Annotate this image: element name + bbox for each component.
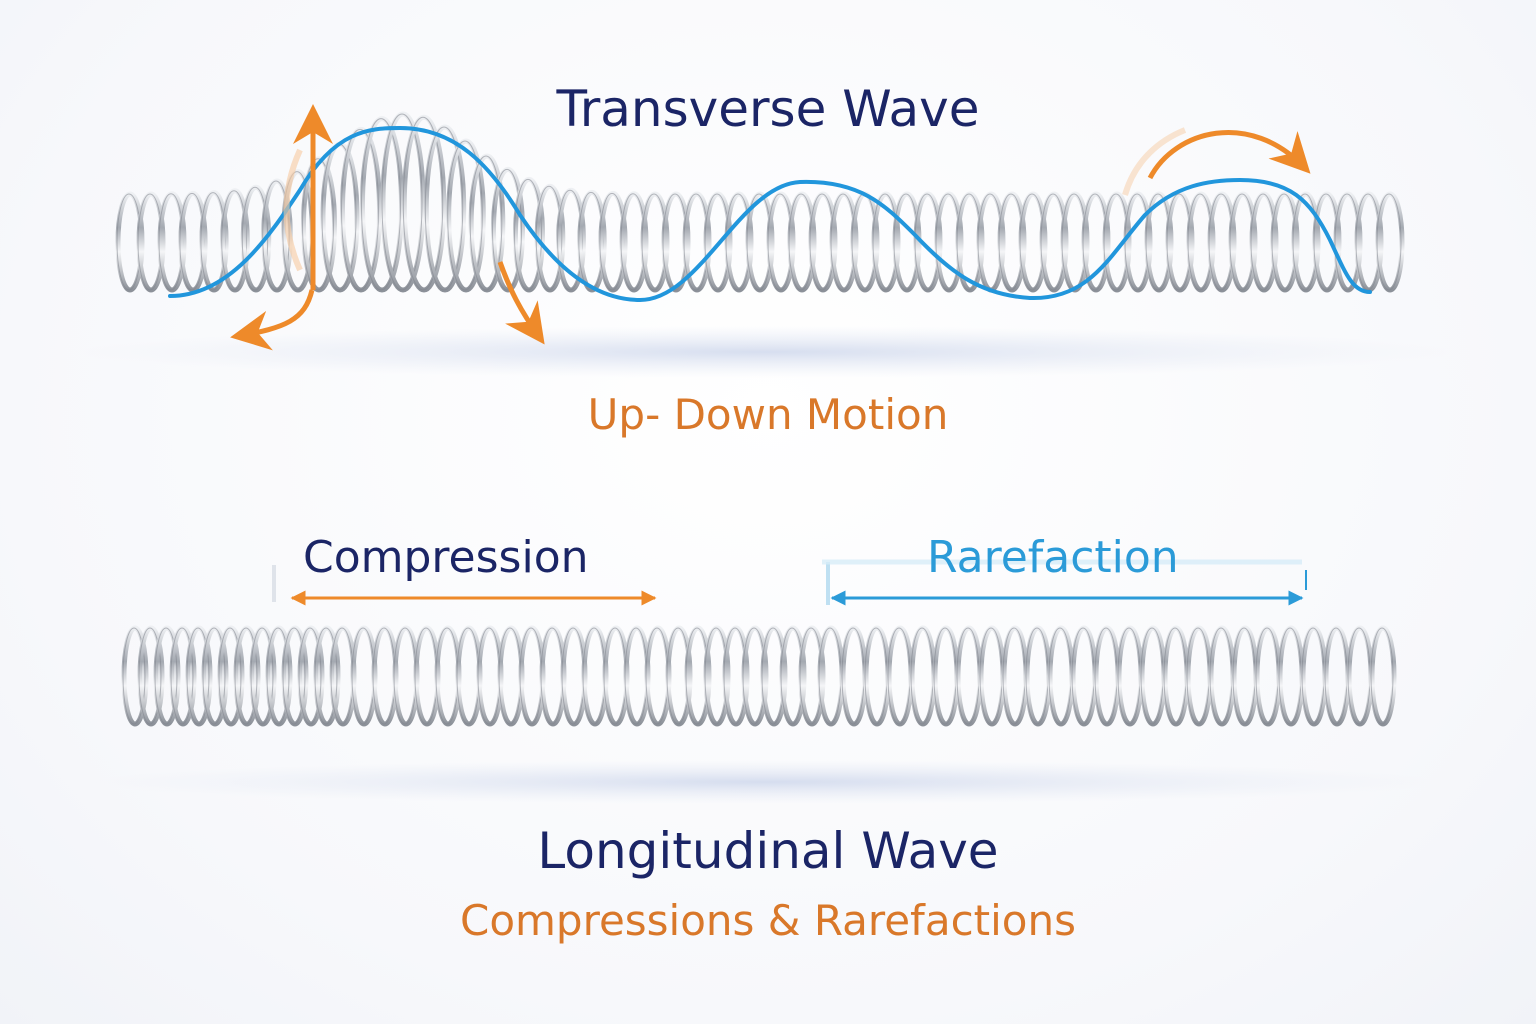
rarefaction-label: Rarefaction <box>927 532 1179 583</box>
propagation-arrow-ghost <box>1122 127 1187 196</box>
transverse-spring-shadow <box>75 326 1455 378</box>
longitudinal-spring-coil <box>955 625 983 727</box>
longitudinal-spring-coil-edge <box>282 627 306 725</box>
left-down-arrow <box>230 289 315 351</box>
longitudinal-spring-coil <box>1024 625 1052 727</box>
longitudinal-spring-coil-edge <box>250 627 274 725</box>
longitudinal-spring-coil <box>1277 625 1305 727</box>
right-down-arrow <box>497 261 545 345</box>
transverse-spring-coil-edge <box>221 190 247 291</box>
up-arrow-ghost <box>283 148 303 272</box>
transverse-subtitle: Up- Down Motion <box>587 390 949 439</box>
longitudinal-spring-shadow <box>85 760 1445 804</box>
longitudinal-spring-coil <box>1231 625 1259 727</box>
transverse-spring-coil-edge <box>341 128 379 291</box>
transverse-wave-line <box>168 125 1372 303</box>
longitudinal-spring-coil <box>1070 625 1098 727</box>
longitudinal-subtitle: Compressions & Rarefactions <box>460 896 1076 945</box>
longitudinal-spring-coil <box>932 625 960 727</box>
transverse-spring-coil-edge <box>302 158 334 291</box>
longitudinal-spring <box>121 625 1397 727</box>
transverse-spring-coil-edge <box>381 113 423 291</box>
compression-label: Compression <box>303 532 589 583</box>
longitudinal-spring-coil-edge <box>314 627 338 725</box>
longitudinal-spring-coil-edge <box>266 627 290 725</box>
longitudinal-spring-coil <box>1001 625 1029 727</box>
transverse-spring-coil-edge <box>321 143 357 291</box>
longitudinal-spring-coil <box>1369 625 1397 727</box>
longitudinal-spring-coil <box>1093 625 1121 727</box>
longitudinal-spring-coil-edge <box>202 627 226 725</box>
longitudinal-spring-coil-edge <box>186 627 210 725</box>
longitudinal-spring-coil <box>1323 625 1351 727</box>
propagation-arrow <box>1147 130 1311 180</box>
longitudinal-spring-coil <box>909 625 937 727</box>
longitudinal-spring-coil <box>1116 625 1144 727</box>
longitudinal-spring-coil <box>1185 625 1213 727</box>
longitudinal-spring-coil <box>1300 625 1328 727</box>
longitudinal-title: Longitudinal Wave <box>537 822 999 880</box>
longitudinal-spring-coil-edge <box>1370 627 1394 725</box>
longitudinal-spring-coil <box>1139 625 1167 727</box>
longitudinal-spring-coil <box>1208 625 1236 727</box>
longitudinal-spring-coil-edge <box>154 627 178 725</box>
transverse-spring-coil-edge <box>447 140 483 291</box>
transverse-spring-coil-edge <box>557 189 583 291</box>
transverse-spring-coil-edge <box>402 116 444 291</box>
longitudinal-spring-coil <box>1162 625 1190 727</box>
transverse-spring-coil-edge <box>469 155 503 291</box>
transverse-spring-coil-edge <box>361 118 401 291</box>
longitudinal-spring-coil <box>1346 625 1374 727</box>
longitudinal-spring-coil-edge <box>122 627 146 725</box>
longitudinal-spring-coil-edge <box>298 627 322 725</box>
longitudinal-spring-coil-edge <box>218 627 242 725</box>
transverse-spring-coil-edge <box>492 168 522 291</box>
longitudinal-spring-coil <box>1254 625 1282 727</box>
longitudinal-spring-coil-edge <box>170 627 194 725</box>
longitudinal-spring-coil <box>1047 625 1075 727</box>
transverse-spring-coil <box>320 141 360 293</box>
longitudinal-spring-coil <box>886 625 914 727</box>
transverse-spring <box>115 111 1405 293</box>
longitudinal-spring-coil-edge <box>234 627 258 725</box>
longitudinal-spring-coil <box>863 625 891 727</box>
transverse-title: Transverse Wave <box>556 80 980 138</box>
longitudinal-spring-coil <box>840 625 868 727</box>
longitudinal-spring-coil <box>978 625 1006 727</box>
transverse-spring-coil-edge <box>424 126 464 291</box>
longitudinal-spring-coil-edge <box>138 627 162 725</box>
transverse-spring-coil-edge <box>514 178 542 291</box>
transverse-spring-coil-edge <box>1376 193 1402 291</box>
